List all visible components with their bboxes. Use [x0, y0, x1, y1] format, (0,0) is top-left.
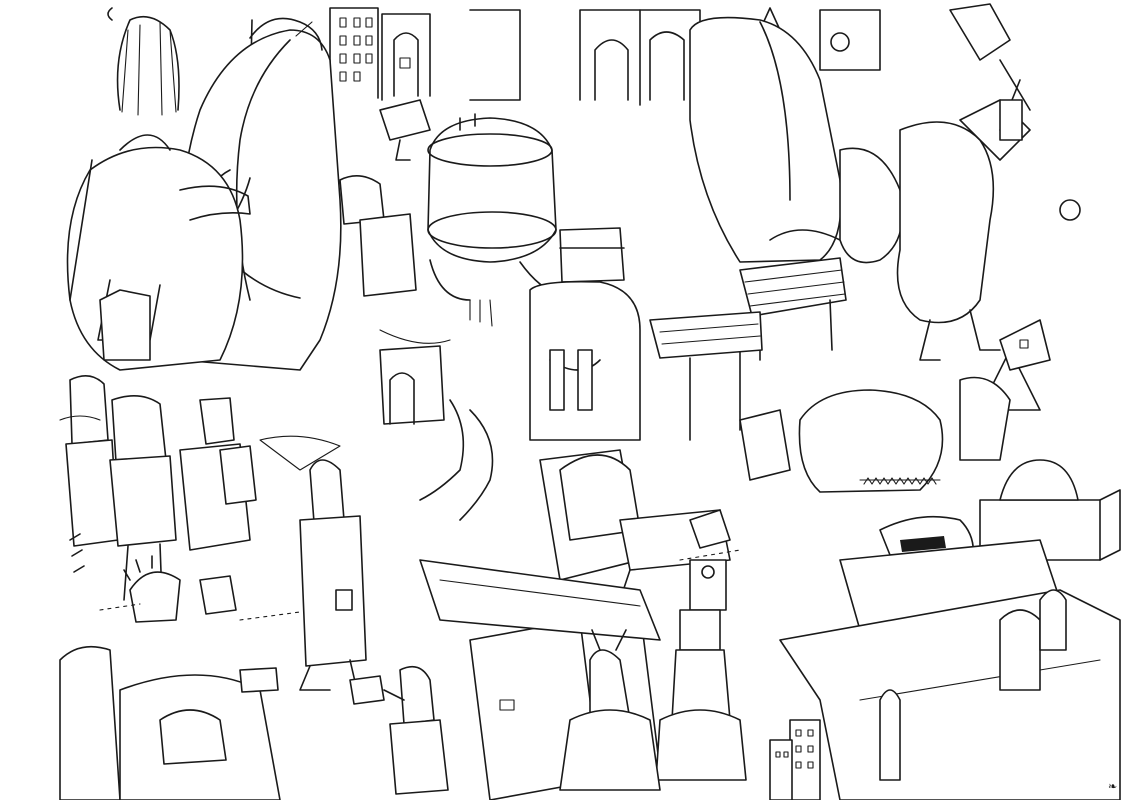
mushroom-creatures-left [69, 533, 237, 623]
ground-contours [59, 329, 741, 621]
dome-machine-right [979, 459, 1121, 561]
crouching-group-middle-right [739, 376, 1011, 493]
little-walkers-upper-middle [339, 99, 431, 297]
hooded-monk-bottom [559, 629, 661, 791]
mini-skyscrapers-bottom [769, 719, 821, 800]
wooden-bench [649, 257, 847, 441]
standing-crowd-left [65, 375, 257, 601]
bucket-head-guard [529, 227, 641, 441]
skyline-towers [329, 7, 881, 106]
tall-walker-center-left [299, 459, 377, 691]
stone-ledge-bottom-right [779, 589, 1121, 800]
slab-giant-right [689, 16, 904, 264]
seated-figure-armchair [539, 449, 731, 601]
bucket-carrier-bottom [349, 665, 449, 795]
pot-robot-center [427, 113, 561, 327]
artist-signature-mark: ❧ [1108, 780, 1117, 793]
climbing-figure-top-right [949, 3, 1081, 221]
bottom-left-figures [59, 645, 281, 800]
vial-robot-tower [655, 559, 747, 781]
embracing-figures-left [66, 134, 251, 371]
